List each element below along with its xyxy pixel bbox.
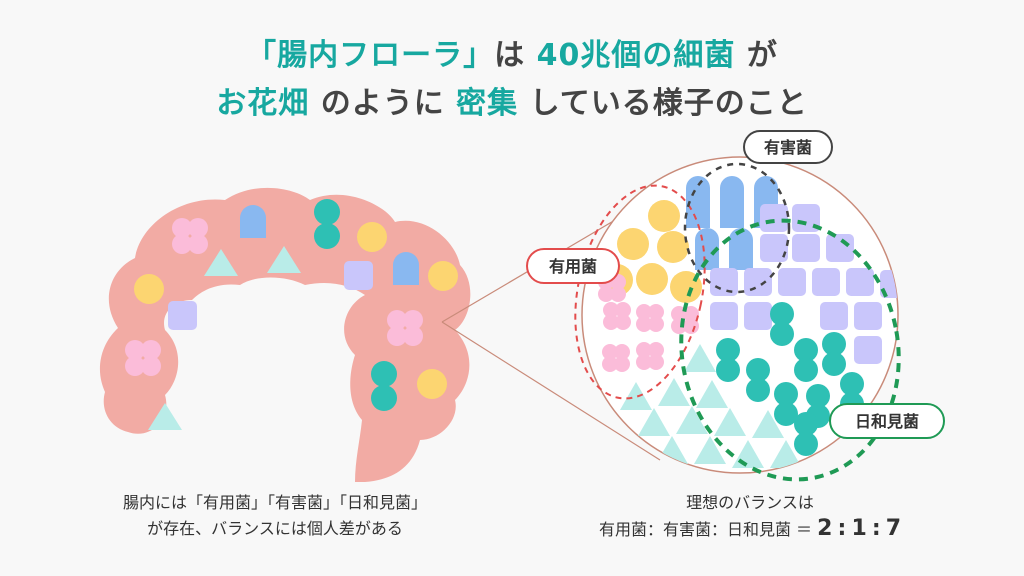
pink-flower-icon: [387, 310, 423, 346]
pink-flower-icon: [172, 218, 208, 254]
blue-capsule-icon: [240, 205, 266, 238]
title-line-2: お花畑 のように 密集 している様子のこと: [0, 78, 1024, 122]
ratio-beneficial-value: 2: [817, 516, 833, 541]
label-harmful-text: 有害菌: [764, 138, 812, 157]
ratio-text: 有用菌：有害菌：日和見菌 ＝: [598, 520, 813, 539]
ideal-ratio: 有用菌：有害菌：日和見菌 ＝ 2 : 1 : 7: [598, 516, 902, 541]
beneficial-dashed-outline: [574, 184, 706, 400]
mint-triangle-icon: [267, 246, 301, 273]
teal-dumbbell-icon: [314, 199, 340, 249]
title-line-1-segment: 40兆個の細菌: [536, 38, 736, 73]
label-opportunistic: 日和見菌: [829, 403, 945, 439]
yellow-circle-icon: [417, 369, 447, 399]
magnified-bacteria: [598, 176, 898, 468]
teal-dumbbell-icon: [371, 361, 397, 411]
title-line-2-segment: のように: [309, 86, 457, 121]
pink-flower-icon: [125, 340, 161, 376]
caption-left-line-1: 腸内には「有用菌」「有害菌」「日和見菌」: [122, 493, 427, 512]
lavender-square-icon: [168, 301, 197, 330]
caption-right-line-1: 理想のバランスは: [686, 493, 814, 512]
label-beneficial-text: 有用菌: [549, 257, 597, 276]
caption-left: 腸内には「有用菌」「有害菌」「日和見菌」 が存在、バランスには個人差がある: [60, 490, 490, 542]
intestine-bacteria: [125, 199, 458, 430]
mint-triangle-icon: [148, 403, 182, 430]
lavender-square-group: [710, 204, 898, 364]
label-opportunistic-text: 日和見菌: [855, 412, 919, 431]
connector-line-bottom: [441, 321, 661, 461]
yellow-circle-icon: [428, 261, 458, 291]
title-line-2-segment: している様子のこと: [518, 86, 808, 121]
ratio-opportunistic-value: 7: [885, 516, 902, 541]
title-line-1: 「腸内フローラ」は 40兆個の細菌 が: [0, 30, 1024, 74]
title-line-2-segment: お花畑: [216, 86, 310, 121]
caption-right: 理想のバランスは 有用菌：有害菌：日和見菌 ＝ 2 : 1 : 7: [560, 490, 940, 543]
title-line-2-segment: 密集: [456, 86, 519, 121]
title-line-1-segment: 「腸内フローラ」: [246, 38, 495, 73]
blue-capsule-icon: [393, 252, 419, 285]
yellow-circle-icon: [134, 274, 164, 304]
ratio-harmful-value: 1: [851, 516, 867, 541]
teal-dumbbell-group: [716, 302, 864, 456]
opportunistic-dashed-outline: [679, 218, 901, 482]
label-harmful: 有害菌: [743, 130, 833, 164]
mint-triangle-icon: [204, 249, 238, 276]
title-line-1-segment: は: [494, 38, 537, 73]
caption-left-line-2: が存在、バランスには個人差がある: [147, 519, 403, 538]
label-beneficial: 有用菌: [526, 248, 620, 284]
yellow-circle-icon: [357, 222, 387, 252]
lavender-square-icon: [344, 261, 373, 290]
title-line-1-segment: が: [735, 38, 778, 73]
pink-flower-group: [598, 274, 699, 372]
harmful-dashed-outline: [683, 162, 791, 294]
